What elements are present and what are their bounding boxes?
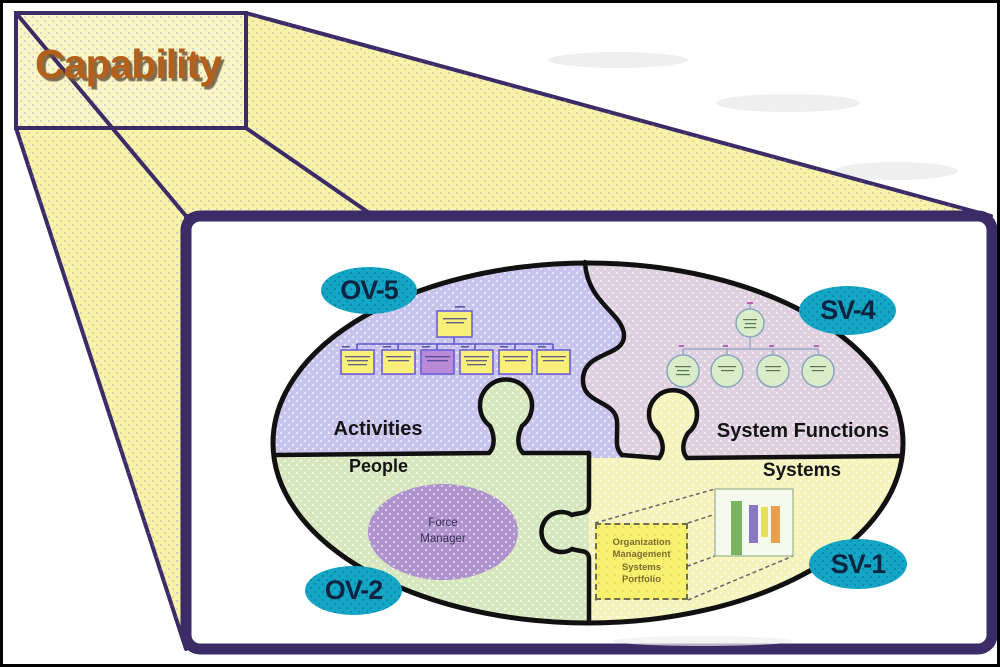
badge-sv4: SV-4 bbox=[799, 286, 896, 335]
badge-ov2: OV-2 bbox=[305, 566, 402, 615]
projection-beam bbox=[14, 11, 993, 651]
mini-bar-chart bbox=[731, 501, 780, 555]
capability-box bbox=[14, 11, 248, 130]
activities-label: Activities bbox=[333, 418, 423, 440]
systems-label: Systems bbox=[762, 460, 842, 481]
people-label: People bbox=[348, 456, 409, 476]
puzzle-outline bbox=[270, 260, 906, 626]
capability-title: Capability bbox=[35, 41, 222, 87]
badge-ov5-label: OV-5 bbox=[340, 275, 399, 305]
puzzle-dividers bbox=[271, 259, 905, 625]
badge-ov5: OV-5 bbox=[321, 267, 417, 314]
diagram-canvas bbox=[14, 11, 997, 655]
badge-sv1-label: SV-1 bbox=[830, 548, 887, 579]
org-management-systems-portfolio-box: Organization Management Systems Portfoli… bbox=[595, 523, 688, 600]
badge-ov2-label: OV-2 bbox=[324, 575, 384, 605]
badge-sv1: SV-1 bbox=[809, 539, 907, 589]
force-manager-label: Force Manager bbox=[420, 517, 466, 545]
system-functions-label: System Functions bbox=[716, 420, 890, 442]
org-box-label: Organization Management Systems Portfoli… bbox=[612, 536, 671, 585]
system-functions-tree bbox=[666, 302, 835, 388]
force-manager-ellipse: Force Manager bbox=[368, 484, 518, 580]
badge-sv4-label: SV-4 bbox=[820, 295, 876, 325]
activities-org-chart bbox=[340, 306, 571, 375]
